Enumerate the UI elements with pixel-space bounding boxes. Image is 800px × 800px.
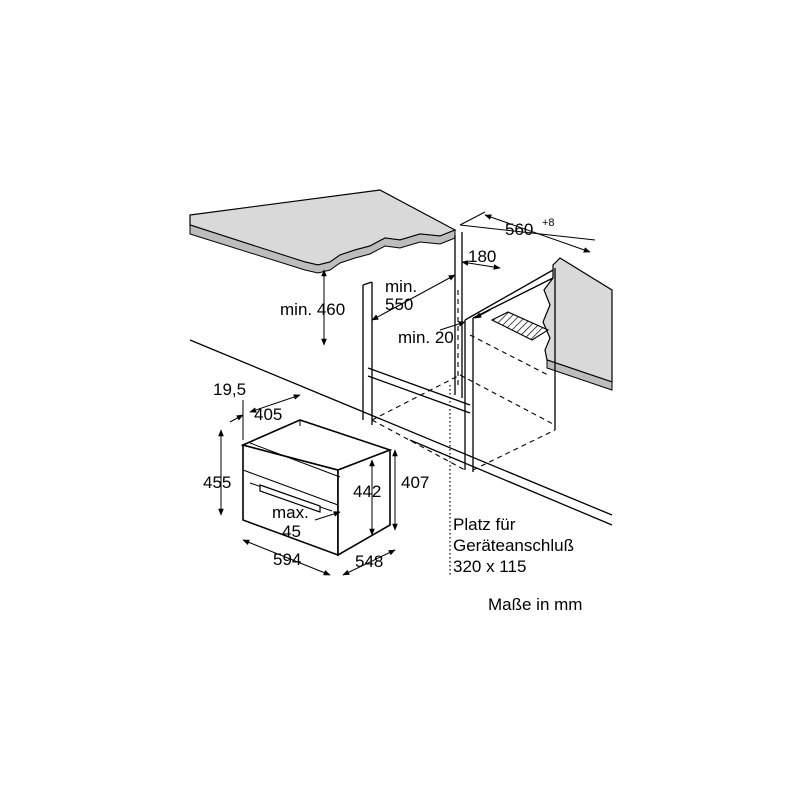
label-gap-180: 180: [468, 247, 496, 266]
label-548: 548: [355, 552, 383, 571]
label-depth-560-sup: +8: [542, 217, 555, 229]
label-407: 407: [401, 473, 429, 492]
label-455: 455: [203, 473, 231, 492]
label-405: 405: [254, 405, 282, 424]
label-max-line2: 45: [282, 522, 301, 541]
appliance: [240, 419, 393, 557]
label-platz-line2: Geräteanschluß: [453, 536, 574, 555]
label-min-550-line2: 550: [385, 295, 413, 314]
dimension-lines: [218, 211, 596, 576]
label-442: 442: [353, 482, 381, 501]
recess-outline: [371, 290, 556, 471]
label-min-460: min. 460: [280, 300, 345, 319]
label-594: 594: [273, 550, 301, 569]
worktop-left: [189, 189, 457, 274]
label-platz-line1: Platz für: [453, 515, 516, 534]
floor-lines: [189, 339, 613, 526]
worktop-right: [542, 257, 613, 391]
hatched-area: [490, 311, 550, 341]
label-min-20: min. 20: [398, 328, 454, 347]
label-units: Maße in mm: [488, 595, 582, 614]
label-depth-560: 560: [505, 220, 533, 239]
label-19-5: 19,5: [213, 380, 246, 399]
label-max-line1: max.: [272, 503, 309, 522]
cabinet-frame: [362, 232, 556, 472]
label-min-550-line1: min.: [385, 277, 417, 296]
label-platz-line3: 320 x 115: [453, 557, 526, 576]
